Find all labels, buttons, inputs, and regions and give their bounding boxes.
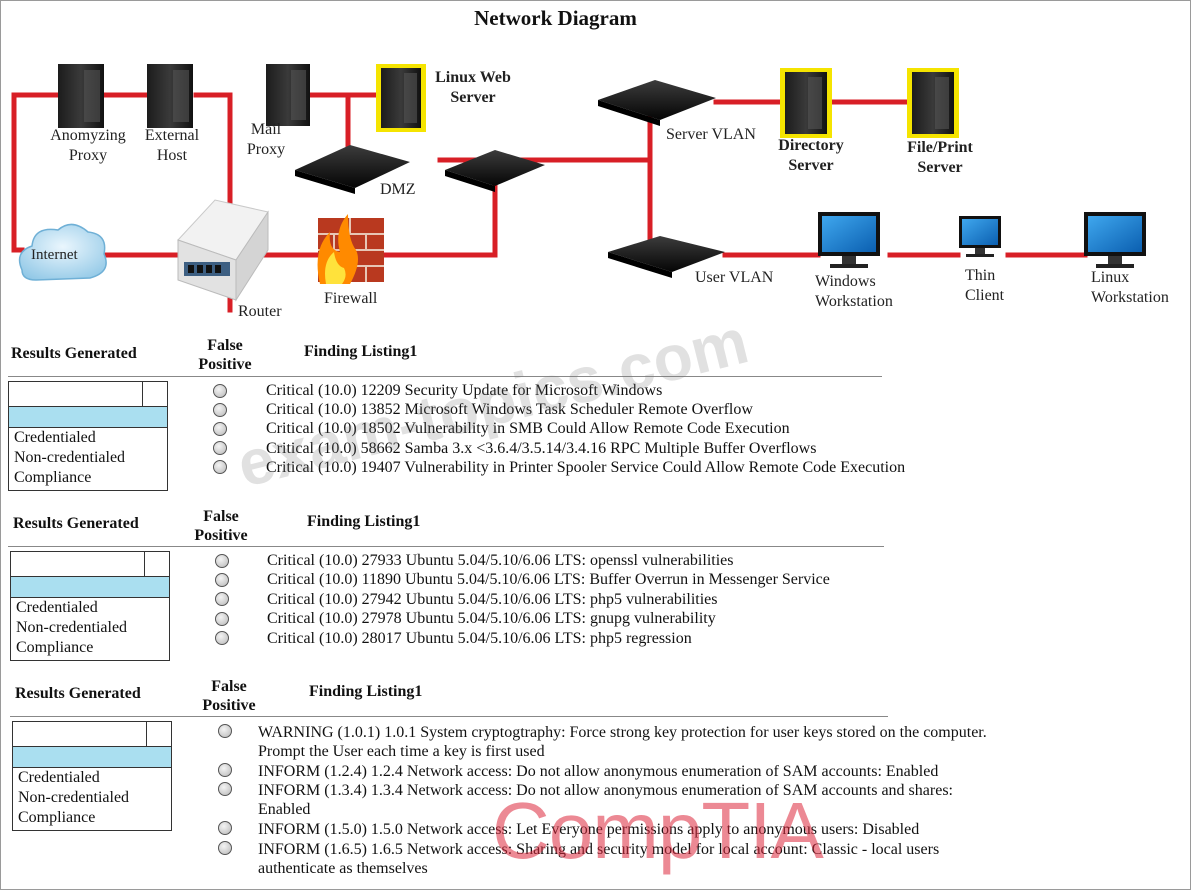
false-positive-radio[interactable] [218,841,232,855]
thin-client-icon [959,216,1001,257]
results-generated-dropdown[interactable]: Credentialed Non-credentialed Compliance [10,551,170,661]
external-host-server-icon [147,64,193,128]
thin-client-label: Thin Client [965,267,1005,304]
false-positive-radio[interactable] [218,821,232,835]
dropdown-arrow-button[interactable] [142,382,167,406]
option-non-credentialed[interactable]: Non-credentialed [18,789,130,806]
false-positive-heading: False Positive [194,508,248,544]
false-positive-radio[interactable] [215,554,229,568]
dropdown-current-value[interactable] [9,382,167,407]
finding-item: INFORM (1.6.5) 1.6.5 Network access: Sha… [258,841,940,877]
internet-label: Internet [31,247,78,263]
router-label: Router [238,303,282,320]
mail-proxy-server-icon [266,64,310,126]
dropdown-arrow-button[interactable] [146,722,171,746]
false-positive-radio[interactable] [215,573,229,587]
internet-cloud-icon [18,223,107,281]
mail-proxy-label: Mail Proxy [246,121,286,158]
false-positive-radio[interactable] [215,612,229,626]
false-positive-radio[interactable] [215,592,229,606]
firewall-icon [317,214,384,284]
finding-item: INFORM (1.2.4) 1.2.4 Network access: Do … [258,763,939,780]
results-generated-dropdown[interactable]: Credentialed Non-credentialed Compliance [8,381,168,491]
directory-server-icon [780,68,832,138]
finding-item: Critical (10.0) 27978 Ubuntu 5.04/5.10/6… [267,610,716,627]
option-credentialed[interactable]: Credentialed [18,769,100,786]
firewall-label: Firewall [324,290,378,307]
option-non-credentialed[interactable]: Non-credentialed [14,449,126,466]
false-positive-radio[interactable] [218,724,232,738]
finding-item: INFORM (1.5.0) 1.5.0 Network access: Let… [258,821,920,838]
false-positive-radio[interactable] [213,384,227,398]
external-host-label: External Host [144,127,200,164]
dmz-label: DMZ [380,181,416,198]
dropdown-arrow-button[interactable] [144,552,169,576]
false-positive-radio[interactable] [213,460,227,474]
server-vlan-switch-icon [598,80,716,126]
dropdown-current-value[interactable] [11,552,169,577]
finding-item: Critical (10.0) 27933 Ubuntu 5.04/5.10/6… [267,552,734,569]
results-generated-heading: Results Generated [11,345,137,362]
user-vlan-label: User VLAN [695,269,774,286]
network-diagram [11,64,1146,313]
windows-workstation-icon [818,212,880,268]
section-divider [8,376,882,377]
false-positive-radio[interactable] [213,441,227,455]
finding-item: Critical (10.0) 18502 Vulnerability in S… [266,420,790,437]
router-icon [177,199,269,302]
anonymizing-proxy-label: Anomyzing Proxy [50,127,126,164]
dropdown-highlighted-option[interactable] [13,747,171,768]
finding-listing-heading: Finding Listing1 [304,343,418,360]
user-vlan-switch-icon [608,236,725,278]
finding-item: Critical (10.0) 12209 Security Update fo… [266,382,663,399]
option-compliance[interactable]: Compliance [18,809,96,826]
false-positive-radio[interactable] [218,782,232,796]
diagram-title: Network Diagram [474,6,637,30]
dropdown-current-value[interactable] [13,722,171,747]
false-positive-heading: False Positive [202,678,256,714]
linux-workstation-icon [1084,212,1146,268]
false-positive-radio[interactable] [213,403,227,417]
finding-item: Critical (10.0) 11890 Ubuntu 5.04/5.10/6… [267,571,830,588]
results-generated-dropdown[interactable]: Credentialed Non-credentialed Compliance [12,721,172,831]
dropdown-highlighted-option[interactable] [11,577,169,598]
server-vlan-label: Server VLAN [666,126,756,143]
option-non-credentialed[interactable]: Non-credentialed [16,619,128,636]
linux-web-server-label: Linux Web Server [435,69,511,106]
dropdown-highlighted-option[interactable] [9,407,167,428]
section-divider [10,716,888,717]
false-positive-heading: False Positive [198,337,252,373]
finding-listing-heading: Finding Listing1 [309,683,423,700]
results-generated-heading: Results Generated [15,685,141,702]
results-generated-heading: Results Generated [13,515,139,532]
file-print-server-label: File/Print Server [907,139,973,176]
option-credentialed[interactable]: Credentialed [14,429,96,446]
finding-item: INFORM (1.3.4) 1.3.4 Network access: Do … [258,782,953,818]
finding-item: Critical (10.0) 27942 Ubuntu 5.04/5.10/6… [267,591,718,608]
false-positive-radio[interactable] [213,422,227,436]
finding-item: Critical (10.0) 58662 Samba 3.x <3.6.4/3… [266,440,817,457]
finding-item: Critical (10.0) 28017 Ubuntu 5.04/5.10/6… [267,630,692,647]
finding-item: WARNING (1.0.1) 1.0.1 System cryptogtrap… [258,724,987,760]
core-switch-icon [445,150,545,192]
windows-workstation-label: Windows Workstation [815,273,893,310]
anonymizing-proxy-server-icon [58,64,104,128]
option-credentialed[interactable]: Credentialed [16,599,98,616]
option-compliance[interactable]: Compliance [14,469,92,486]
finding-listing-heading: Finding Listing1 [307,513,421,530]
linux-workstation-label: Linux Workstation [1091,269,1169,306]
section-divider [8,546,884,547]
directory-server-label: Directory Server [778,137,844,174]
linux-web-server-icon [376,64,426,132]
false-positive-radio[interactable] [215,631,229,645]
finding-item: Critical (10.0) 19407 Vulnerability in P… [266,459,906,476]
dmz-switch-icon [295,145,410,194]
file-print-server-icon [907,68,959,138]
finding-item: Critical (10.0) 13852 Microsoft Windows … [266,401,753,418]
false-positive-radio[interactable] [218,763,232,777]
option-compliance[interactable]: Compliance [16,639,94,656]
